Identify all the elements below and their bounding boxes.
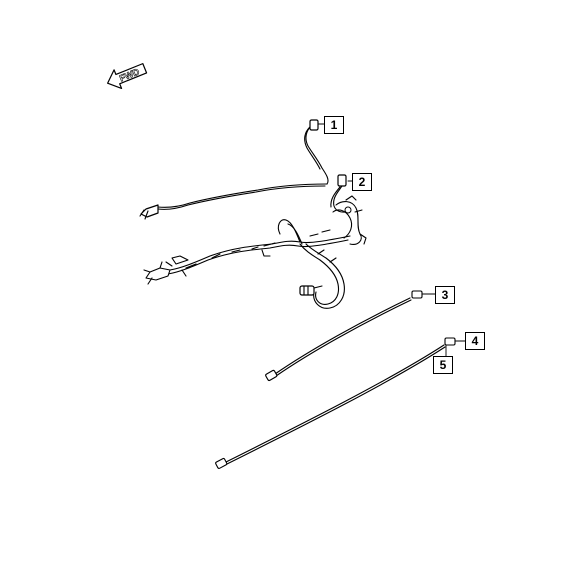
main-wiring-harness-2 (143, 174, 367, 309)
callout-1: 1 (324, 116, 344, 134)
sensor-lead-4-5 (215, 337, 461, 469)
sensor-harness-1 (139, 119, 329, 220)
callout-3: 3 (435, 286, 455, 304)
forward-arrow-icon: FWD (107, 63, 148, 89)
sensor-lead-3 (265, 290, 429, 381)
callout-4: 4 (465, 332, 485, 350)
callout-2: 2 (352, 173, 372, 191)
leader-lines (319, 123, 466, 357)
callout-5: 5 (433, 356, 453, 374)
direction-label: FWD (118, 66, 141, 83)
